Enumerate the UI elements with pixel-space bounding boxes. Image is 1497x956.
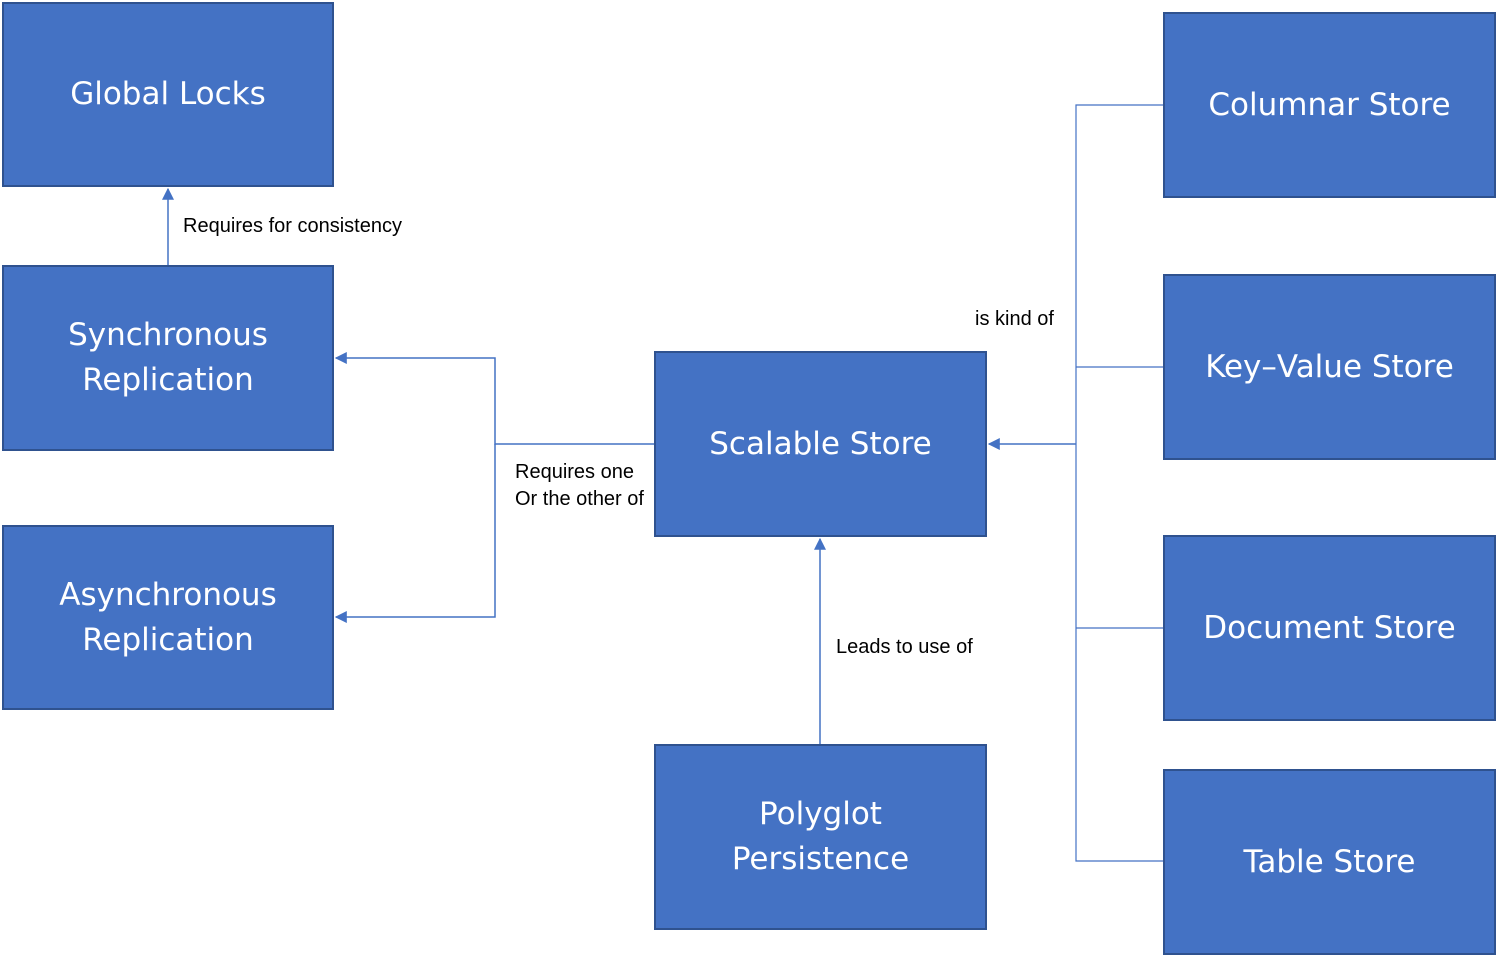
- scalable-store-label: Scalable Store: [709, 425, 932, 462]
- table-store-label: Table Store: [1243, 843, 1416, 880]
- requires-one-or-other-label: Requires one Or the other of: [515, 461, 644, 510]
- leads-to-use-of-label: Leads to use of: [836, 636, 973, 658]
- global-locks-node: Global Locks: [2, 2, 334, 187]
- global-locks-label: Global Locks: [70, 76, 266, 112]
- edge-scalable-to-sync: [334, 352, 655, 445]
- columnar-store-node: Columnar Store: [1163, 12, 1496, 198]
- scalable-store-node: Scalable Store: [654, 351, 987, 537]
- key-value-store-label: Key–Value Store: [1205, 348, 1454, 385]
- key-value-store-node: Key–Value Store: [1163, 274, 1496, 460]
- columnar-store-label: Columnar Store: [1208, 86, 1451, 123]
- asynchronous-replication-label: Asynchronous Replication: [59, 576, 277, 658]
- document-store-label: Document Store: [1203, 609, 1456, 646]
- synchronous-replication-node: Synchronous Replication: [2, 265, 334, 451]
- requires-for-consistency-label: Requires for consistency: [183, 215, 402, 237]
- document-store-node: Document Store: [1163, 535, 1496, 721]
- table-store-node: Table Store: [1163, 769, 1496, 955]
- synchronous-replication-label: Synchronous Replication: [68, 317, 268, 398]
- asynchronous-replication-node: Asynchronous Replication: [2, 525, 334, 710]
- edge-store-types-bus: [1075, 104, 1163, 862]
- edge-scalable-to-async: [334, 444, 496, 623]
- is-kind-of-label: is kind of: [975, 308, 1054, 330]
- polyglot-persistence-node: Polyglot Persistence: [654, 744, 987, 930]
- polyglot-persistence-label: Polyglot Persistence: [731, 796, 910, 877]
